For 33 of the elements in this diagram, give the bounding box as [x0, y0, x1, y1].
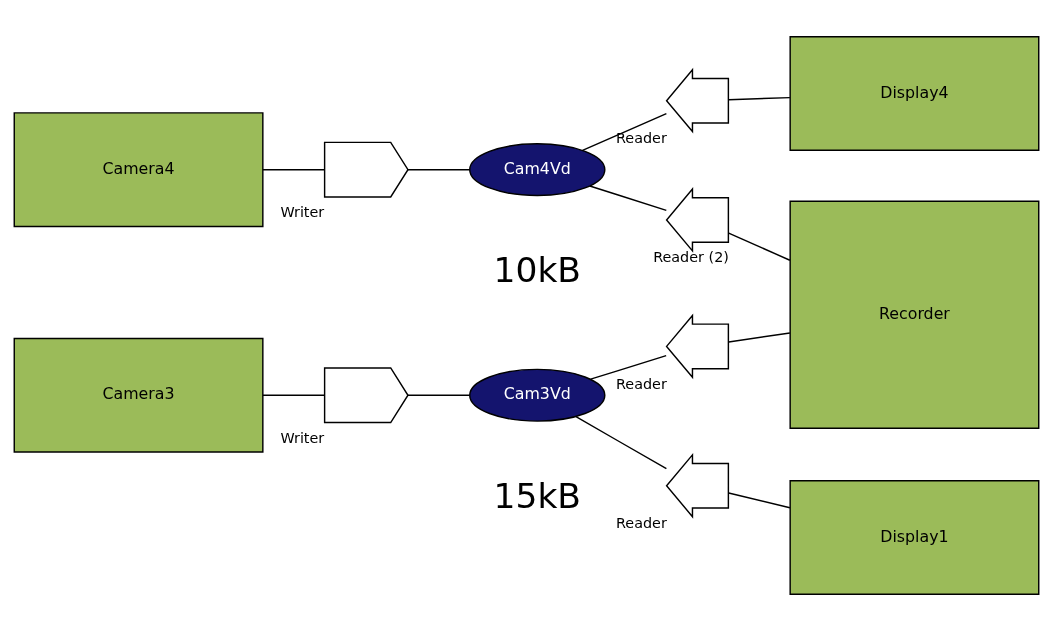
connector — [407, 394, 471, 396]
connector — [589, 354, 667, 380]
connector — [728, 96, 791, 101]
node-label: 15kB — [493, 475, 582, 516]
node-pentagon — [323, 141, 409, 198]
node-ellipse: Cam3Vd — [469, 368, 606, 422]
node-label: 10kB — [493, 250, 582, 291]
connector — [262, 394, 325, 396]
node-label: Reader — [616, 375, 667, 392]
connector — [581, 112, 668, 152]
node-ellipse: Cam4Vd — [469, 143, 606, 197]
connector — [589, 185, 668, 212]
node-pentagon — [323, 367, 409, 424]
node-label: Reader — [616, 130, 667, 147]
node-chevron — [665, 452, 730, 519]
node-chevron — [665, 67, 730, 134]
connector — [262, 168, 325, 171]
node-box: Display4 — [789, 36, 1040, 151]
connector — [728, 492, 791, 509]
node-label: Writer — [280, 204, 325, 221]
node-box: Camera3 — [13, 337, 264, 453]
node-chevron — [665, 313, 730, 380]
node-box: Recorder — [789, 200, 1040, 429]
node-label: Reader — [616, 515, 667, 532]
connector — [575, 415, 668, 470]
node-label: Writer — [280, 429, 325, 446]
node-box: Display1 — [789, 480, 1040, 595]
connector — [728, 232, 791, 261]
node-label: Reader (2) — [653, 249, 729, 266]
node-box: Camera4 — [13, 112, 264, 228]
connector — [728, 332, 791, 343]
node-chevron — [665, 187, 730, 253]
connector — [407, 168, 471, 171]
